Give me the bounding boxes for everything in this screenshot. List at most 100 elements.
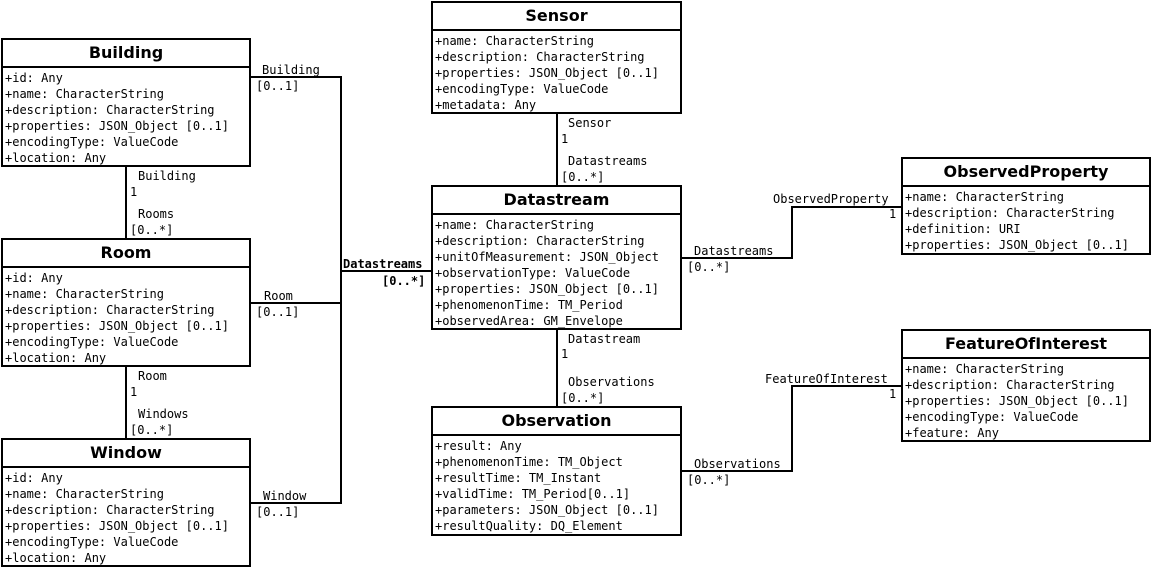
datastream-attribute: +name: CharacterString xyxy=(435,218,594,232)
featureofinterest-attribute: +description: CharacterString xyxy=(905,378,1115,392)
building-class-box[interactable]: Building +id: Any +name: CharacterString… xyxy=(1,38,251,167)
datastream-observedproperty-mult-observedproperty: 1 xyxy=(889,207,896,221)
observation-class-title: Observation xyxy=(433,408,680,436)
datastream-attribute: +observationType: ValueCode xyxy=(435,266,631,280)
things-datastreams-mult: [0..*] xyxy=(382,274,425,288)
datastream-observation-mult-observations: [0..*] xyxy=(561,391,604,405)
observation-foi-mult-observations: [0..*] xyxy=(687,473,730,487)
room-attribute: +description: CharacterString xyxy=(5,303,215,317)
datastream-attribute: +unitOfMeasurement: JSON_Object xyxy=(435,250,659,264)
window-attribute: +id: Any xyxy=(5,471,63,485)
sensor-datastream-mult-datastreams: [0..*] xyxy=(561,170,604,184)
observation-attribute: +result: Any xyxy=(435,439,522,453)
sensor-class-box[interactable]: Sensor +name: CharacterString +descripti… xyxy=(431,1,682,114)
observation-attribute: +resultTime: TM_Instant xyxy=(435,471,602,485)
sensor-attribute: +name: CharacterString xyxy=(435,34,594,48)
datastream-attribute: +properties: JSON_Object [0..1] xyxy=(435,282,659,296)
datastream-observedproperty-mult-datastreams: [0..*] xyxy=(687,260,730,274)
room-window-role-windows: Windows xyxy=(138,407,189,421)
window-attribute: +location: Any xyxy=(5,551,107,565)
building-datastream-mult: [0..1] xyxy=(256,79,299,93)
room-window-mult-room: 1 xyxy=(130,385,137,399)
datastream-class-title: Datastream xyxy=(433,187,680,215)
window-datastream-role: Window xyxy=(263,489,307,503)
building-attribute-list: +id: Any +name: CharacterString +descrip… xyxy=(3,68,249,166)
building-attribute: +id: Any xyxy=(5,71,63,85)
building-attribute: +description: CharacterString xyxy=(5,103,215,117)
sensor-datastream-role-sensor: Sensor xyxy=(568,116,611,130)
observedproperty-attribute: +properties: JSON_Object [0..1] xyxy=(905,238,1129,252)
featureofinterest-attribute-list: +name: CharacterString +description: Cha… xyxy=(903,359,1149,441)
observation-attribute: +validTime: TM_Period[0..1] xyxy=(435,487,631,501)
observedproperty-attribute: +name: CharacterString xyxy=(905,190,1064,204)
observedproperty-attribute: +definition: URI xyxy=(905,222,1021,236)
observation-class-box[interactable]: Observation +result: Any +phenomenonTime… xyxy=(431,406,682,536)
building-class-title: Building xyxy=(3,40,249,68)
window-datastream-mult: [0..1] xyxy=(256,505,299,519)
datastream-observation-mult-datastream: 1 xyxy=(561,347,568,361)
room-attribute: +id: Any xyxy=(5,271,63,285)
building-attribute: +encodingType: ValueCode xyxy=(5,135,179,149)
datastream-observedproperty-role-datastreams: Datastreams xyxy=(694,244,773,258)
observation-foi-line xyxy=(681,385,902,472)
observation-attribute: +resultQuality: DQ_Element xyxy=(435,519,623,533)
datastream-attribute: +observedArea: GM_Envelope xyxy=(435,314,623,328)
building-room-mult-building: 1 xyxy=(130,185,137,199)
observedproperty-attribute: +description: CharacterString xyxy=(905,206,1115,220)
sensor-class-title: Sensor xyxy=(433,3,680,31)
sensor-attribute: +encodingType: ValueCode xyxy=(435,82,609,96)
datastream-observation-role-datastream: Datastream xyxy=(568,332,640,346)
window-attribute-list: +id: Any +name: CharacterString +descrip… xyxy=(3,468,249,566)
featureofinterest-class-box[interactable]: FeatureOfInterest +name: CharacterString… xyxy=(901,329,1151,442)
building-attribute: +name: CharacterString xyxy=(5,87,164,101)
datastream-attribute: +phenomenonTime: TM_Period xyxy=(435,298,623,312)
sensor-attribute: +description: CharacterString xyxy=(435,50,645,64)
datastream-attribute: +description: CharacterString xyxy=(435,234,645,248)
window-class-title: Window xyxy=(3,440,249,468)
featureofinterest-attribute: +encodingType: ValueCode xyxy=(905,410,1079,424)
building-datastream-role: Building xyxy=(262,63,320,77)
room-attribute: +encodingType: ValueCode xyxy=(5,335,179,349)
datastream-class-box[interactable]: Datastream +name: CharacterString +descr… xyxy=(431,185,682,330)
building-room-role-rooms: Rooms xyxy=(138,207,174,221)
sensor-attribute: +properties: JSON_Object [0..1] xyxy=(435,66,659,80)
sensor-datastream-mult-sensor: 1 xyxy=(561,132,568,146)
window-attribute: +name: CharacterString xyxy=(5,487,164,501)
featureofinterest-attribute: +properties: JSON_Object [0..1] xyxy=(905,394,1129,408)
room-attribute: +name: CharacterString xyxy=(5,287,164,301)
room-datastream-role: Room xyxy=(264,289,293,303)
featureofinterest-attribute: +name: CharacterString xyxy=(905,362,1064,376)
observation-attribute-list: +result: Any +phenomenonTime: TM_Object … xyxy=(433,436,680,534)
observation-foi-role-observations: Observations xyxy=(694,457,781,471)
sensor-datastream-role-datastreams: Datastreams xyxy=(568,154,647,168)
observedproperty-attribute-list: +name: CharacterString +description: Cha… xyxy=(903,187,1149,253)
room-class-title: Room xyxy=(3,240,249,268)
observation-attribute: +phenomenonTime: TM_Object xyxy=(435,455,623,469)
sensor-attribute: +metadata: Any xyxy=(435,98,537,112)
window-class-box[interactable]: Window +id: Any +name: CharacterString +… xyxy=(1,438,251,567)
building-datastream-line xyxy=(250,76,432,272)
featureofinterest-attribute: +feature: Any xyxy=(905,426,999,440)
observation-attribute: +parameters: JSON_Object [0..1] xyxy=(435,503,659,517)
things-datastreams-role: Datastreams xyxy=(343,257,422,271)
room-window-role-room: Room xyxy=(138,369,167,383)
building-attribute: +properties: JSON_Object [0..1] xyxy=(5,119,229,133)
observation-foi-mult-foi: 1 xyxy=(889,387,896,401)
window-attribute: +properties: JSON_Object [0..1] xyxy=(5,519,229,533)
observedproperty-class-title: ObservedProperty xyxy=(903,159,1149,187)
room-attribute-list: +id: Any +name: CharacterString +descrip… xyxy=(3,268,249,366)
building-attribute: +location: Any xyxy=(5,151,107,165)
datastream-observation-role-observations: Observations xyxy=(568,375,655,389)
datastream-observedproperty-line xyxy=(681,206,902,259)
observedproperty-class-box[interactable]: ObservedProperty +name: CharacterString … xyxy=(901,157,1151,255)
room-window-mult-windows: [0..*] xyxy=(130,423,173,437)
room-attribute: +location: Any xyxy=(5,351,107,365)
window-attribute: +encodingType: ValueCode xyxy=(5,535,179,549)
window-attribute: +description: CharacterString xyxy=(5,503,215,517)
room-attribute: +properties: JSON_Object [0..1] xyxy=(5,319,229,333)
building-room-role-building: Building xyxy=(138,169,196,183)
room-class-box[interactable]: Room +id: Any +name: CharacterString +de… xyxy=(1,238,251,367)
featureofinterest-class-title: FeatureOfInterest xyxy=(903,331,1149,359)
building-room-mult-rooms: [0..*] xyxy=(130,223,173,237)
